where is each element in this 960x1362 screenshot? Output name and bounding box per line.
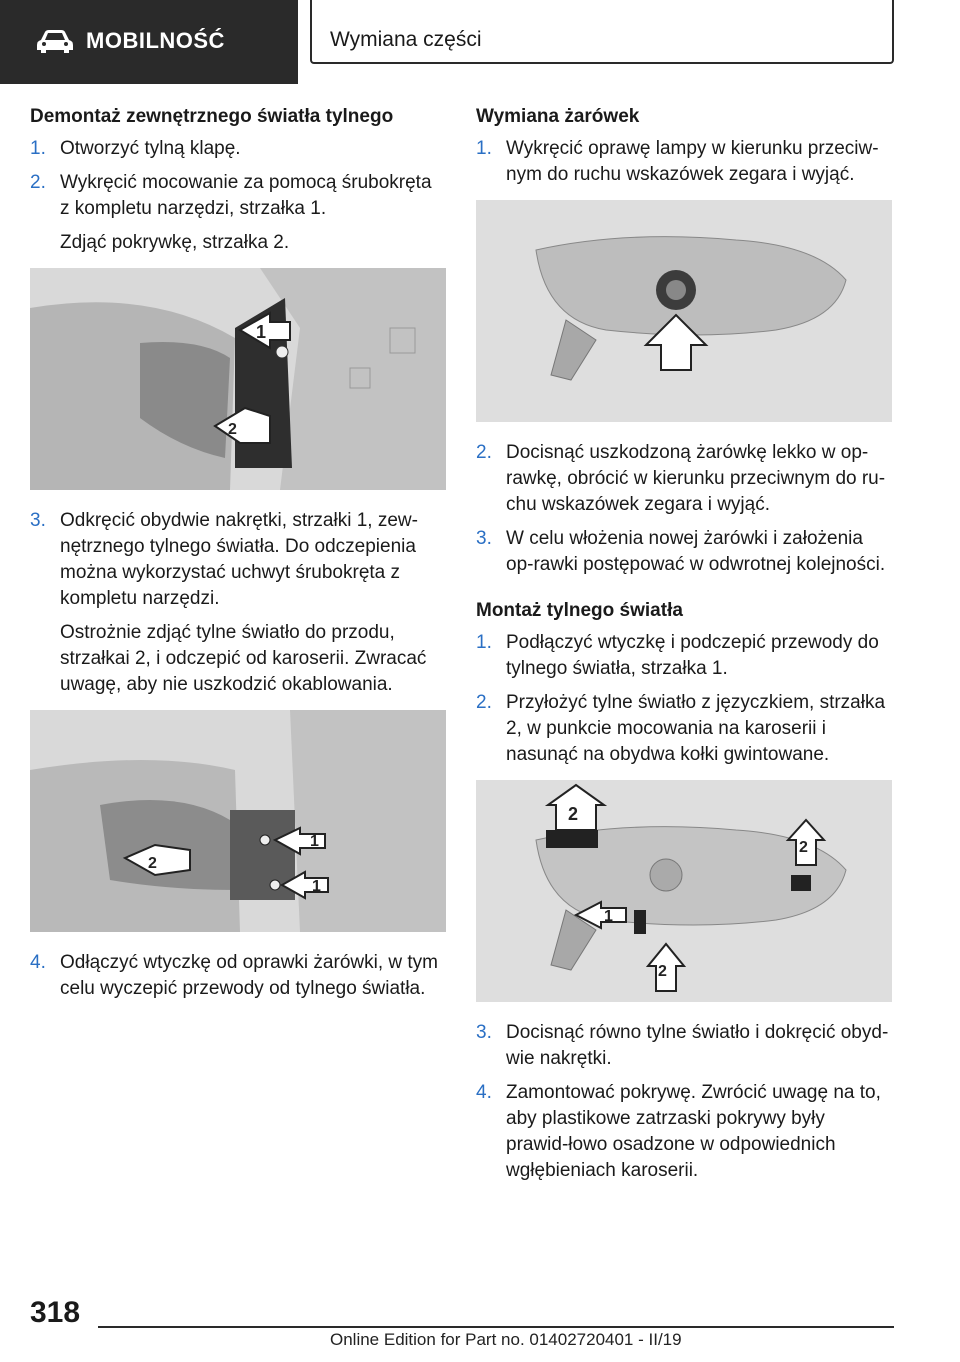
step-number: 1. [30, 138, 46, 159]
list-item: 4. Zamontować pokrywę. Zwrócić uwagę na … [476, 1080, 892, 1184]
list-item: 2. Docisnąć uszkodzoną żarówkę lekko w o… [476, 440, 892, 518]
step-number: 2. [476, 442, 492, 463]
step-text: Podłączyć wtyczkę i podczepić przewody d… [506, 632, 879, 679]
figure-label: 1 [310, 833, 319, 850]
list-item: 3. Odkręcić obydwie nakrętki, strzałki 1… [30, 508, 446, 612]
section-tab[interactable]: MOBILNOŚĆ [0, 0, 298, 84]
left-column: Demontaż zewnętrznego światła tylnego 1.… [30, 104, 446, 1010]
section-heading: Wymiana żarówek [476, 106, 640, 127]
footer-divider [98, 1326, 894, 1328]
step-number: 2. [476, 692, 492, 713]
list-item: 3. W celu włożenia nowej żarówki i założ… [476, 526, 892, 578]
step-text: Wykręcić oprawę lampy w kierunku przeciw… [506, 138, 879, 185]
right-column: Wymiana żarówek 1. Wykręcić oprawę lampy… [476, 104, 892, 1192]
figure-label: 2 [658, 963, 667, 980]
section-heading: Montaż tylnego światła [476, 600, 683, 621]
footer-edition: Online Edition for Part no. 01402720401 … [330, 1330, 682, 1349]
figure-label: 1 [312, 878, 321, 895]
figure-label: 2 [228, 421, 237, 438]
step-text: Docisnąć równo tylne światło i dokręcić … [506, 1022, 889, 1069]
figure-label: 2 [799, 839, 808, 856]
figure-light-nuts: 1 2 1 [30, 710, 446, 932]
step-text: W celu włożenia nowej żarówki i założeni… [506, 528, 886, 575]
step-text: Odłączyć wtyczkę od oprawki żarówki, w t… [60, 952, 438, 999]
step-number: 4. [30, 952, 46, 973]
list-item: 1. Wykręcić oprawę lampy w kierunku prze… [476, 136, 892, 188]
step-text: Zamontować pokrywę. Zwrócić uwagę na to,… [506, 1082, 881, 1181]
figure-label: 1 [256, 322, 266, 342]
figure-light-mounting: 2 2 1 2 [476, 780, 892, 1002]
step-number: 1. [476, 138, 492, 159]
page-number: 318 [30, 1296, 81, 1329]
page-header: Wymiana części [310, 0, 894, 64]
figure-label: 1 [604, 908, 613, 925]
step-number: 4. [476, 1082, 492, 1103]
page-title: Wymiana części [330, 28, 482, 51]
list-item: 2. Wykręcić mocowanie za pomocą śrubokrę… [30, 170, 446, 222]
step-number: 3. [30, 510, 46, 531]
step-number: 1. [476, 632, 492, 653]
step-number: 3. [476, 1022, 492, 1043]
step-text: Wykręcić mocowanie za pomocą śrubokręta … [60, 172, 432, 219]
step-text: Odkręcić obydwie nakrętki, strzałki 1, z… [60, 510, 418, 609]
step-note: Ostrożnie zdjąć tylne światło do przodu,… [60, 622, 427, 695]
figure-trunk-cover: 1 2 [30, 268, 446, 490]
step-text: Otworzyć tylną klapę. [60, 138, 241, 159]
list-item: 3. Docisnąć równo tylne światło i dokręc… [476, 1020, 892, 1072]
section-heading: Demontaż zewnętrznego światła tylnego [30, 106, 394, 127]
step-number: 2. [30, 172, 46, 193]
car-icon [37, 30, 73, 53]
list-item: 2. Przyłożyć tylne światło z języczkiem,… [476, 690, 892, 768]
list-item: 4. Odłączyć wtyczkę od oprawki żarówki, … [30, 950, 446, 1002]
list-item: 1. Podłączyć wtyczkę i podczepić przewod… [476, 630, 892, 682]
step-note: Zdjąć pokrywkę, strzałka 2. [60, 232, 290, 253]
step-number: 3. [476, 528, 492, 549]
step-text: Docisnąć uszkodzoną żarówkę lekko w op-r… [506, 442, 886, 515]
step-text: Przyłożyć tylne światło z języczkiem, st… [506, 692, 886, 765]
figure-bulb-holder [476, 200, 892, 422]
list-item: 1. Otworzyć tylną klapę. [30, 136, 446, 162]
figure-label: 2 [148, 855, 157, 872]
figure-label: 2 [568, 804, 578, 824]
section-label: MOBILNOŚĆ [86, 28, 225, 53]
